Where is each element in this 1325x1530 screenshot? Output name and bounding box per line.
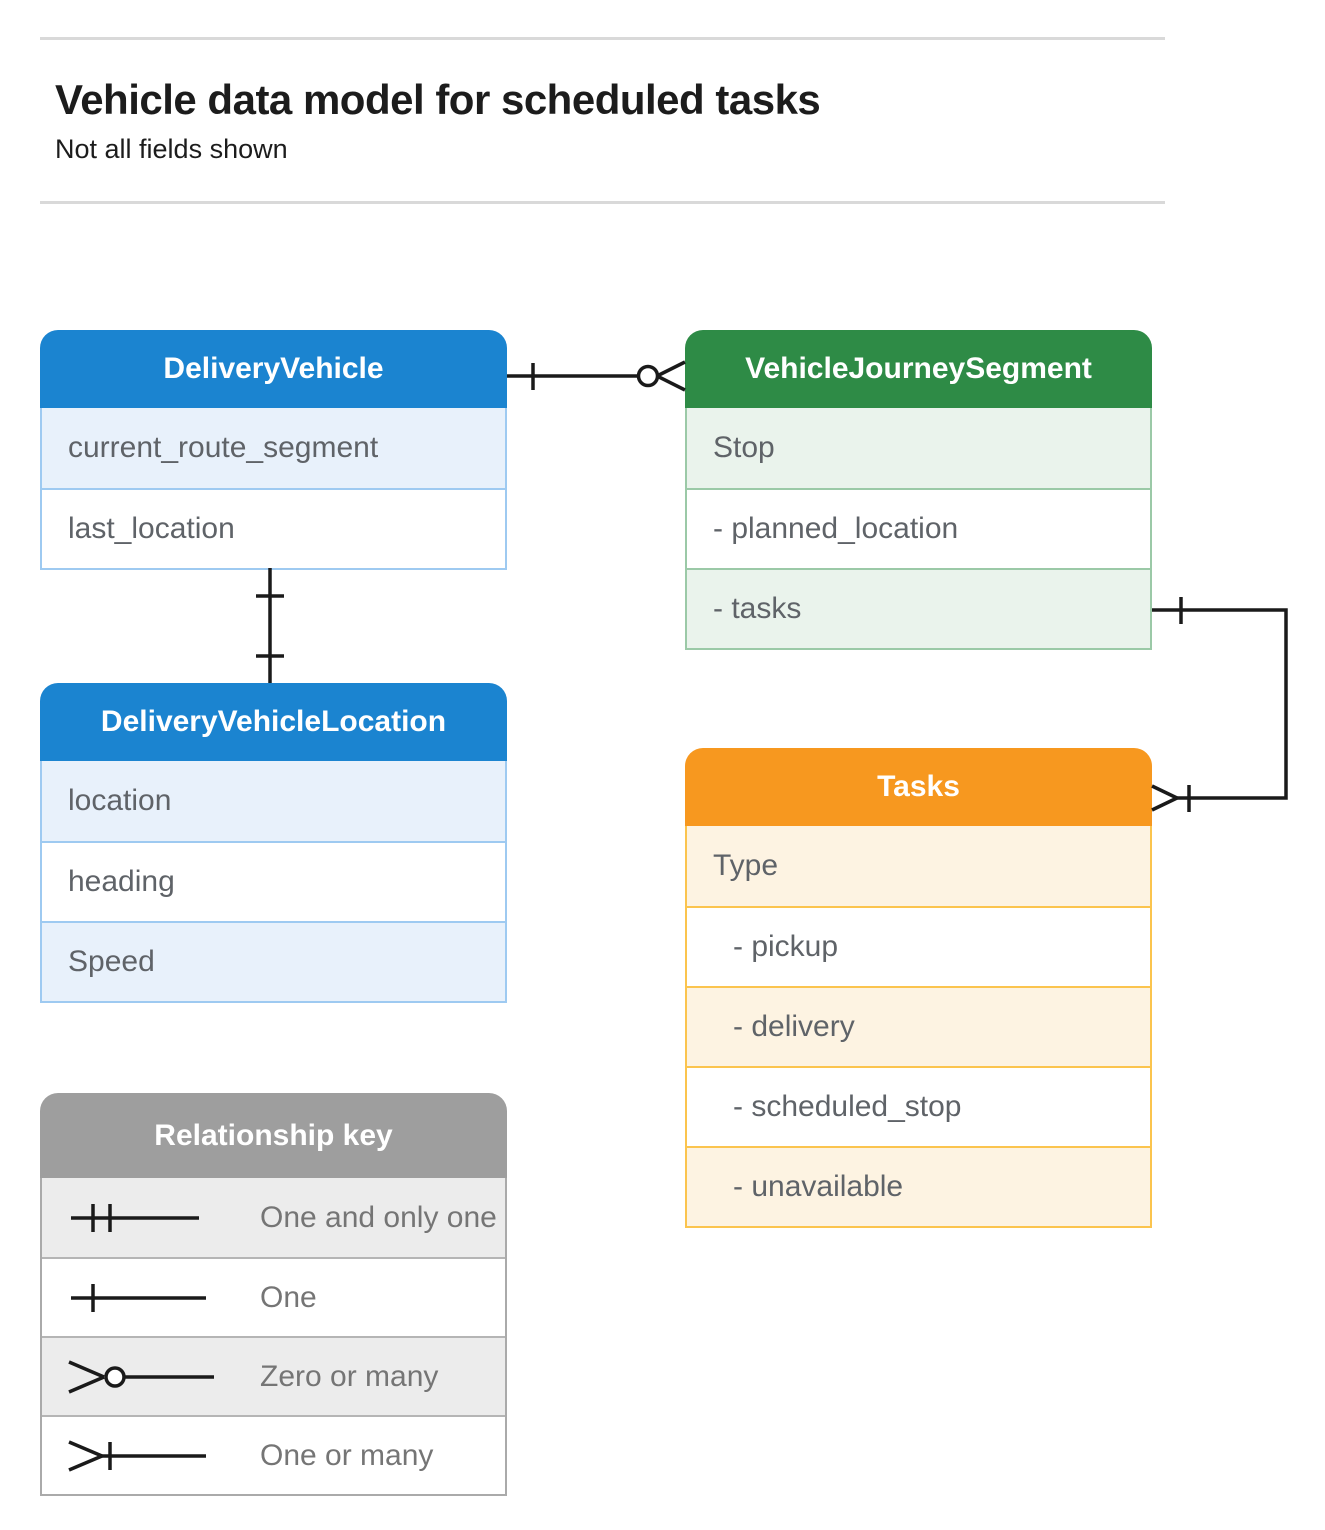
field-scheduled-stop: - scheduled_stop: [687, 1066, 1150, 1146]
entity-vehicle-journey-segment-title: VehicleJourneySegment: [685, 330, 1152, 408]
header-divider: [40, 201, 1165, 204]
field-type: Type: [687, 826, 1150, 906]
one-and-only-one-icon: [71, 1203, 199, 1232]
entity-vehicle-journey-segment-fields: Stop - planned_location - tasks: [685, 408, 1152, 650]
legend-label: One and only one: [260, 1200, 497, 1234]
field-speed: Speed: [42, 921, 505, 1001]
legend-row-zero-or-many: Zero or many: [42, 1336, 505, 1415]
connector-deliveryvehicle-to-deliveryvehiclelocation: [256, 568, 284, 683]
field-last-location: last_location: [42, 488, 505, 568]
connector-deliveryvehicle-to-vehiclejourneysegment: [507, 360, 686, 392]
legend-row-one-or-many: One or many: [42, 1415, 505, 1494]
zero-or-many-icon: [68, 1359, 214, 1394]
field-stop: Stop: [687, 408, 1150, 488]
legend-label: Zero or many: [260, 1359, 439, 1393]
entity-vehicle-journey-segment: VehicleJourneySegment Stop - planned_loc…: [685, 330, 1152, 650]
relationship-key-rows: One and only one One Zero or many: [40, 1178, 507, 1496]
legend-row-one: One: [42, 1257, 505, 1336]
field-delivery: - delivery: [687, 986, 1150, 1066]
entity-delivery-vehicle-fields: current_route_segment last_location: [40, 408, 507, 570]
field-location: location: [42, 761, 505, 841]
field-tasks: - tasks: [687, 568, 1150, 648]
legend-label: One or many: [260, 1438, 434, 1472]
field-current-route-segment: current_route_segment: [42, 408, 505, 488]
field-unavailable: - unavailable: [687, 1146, 1150, 1226]
entity-tasks: Tasks Type - pickup - delivery - schedul…: [685, 748, 1152, 1228]
entity-tasks-fields: Type - pickup - delivery - scheduled_sto…: [685, 826, 1152, 1228]
entity-delivery-vehicle-location-fields: location heading Speed: [40, 761, 507, 1003]
field-pickup: - pickup: [687, 906, 1150, 986]
legend-label: One: [260, 1280, 317, 1314]
relationship-key: Relationship key One and only one One: [40, 1093, 507, 1496]
relationship-key-title: Relationship key: [40, 1093, 507, 1178]
one-icon: [71, 1283, 206, 1312]
field-planned-location: - planned_location: [687, 488, 1150, 568]
top-divider: [40, 37, 1165, 40]
connector-tasks-to-tasksentity: [1151, 597, 1288, 812]
entity-delivery-vehicle: DeliveryVehicle current_route_segment la…: [40, 330, 507, 570]
page-title: Vehicle data model for scheduled tasks: [55, 76, 821, 123]
page-subtitle: Not all fields shown: [55, 134, 288, 164]
entity-delivery-vehicle-location: DeliveryVehicleLocation location heading…: [40, 683, 507, 1003]
entity-delivery-vehicle-location-title: DeliveryVehicleLocation: [40, 683, 507, 761]
legend-row-one-and-only-one: One and only one: [42, 1178, 505, 1257]
entity-tasks-title: Tasks: [685, 748, 1152, 826]
one-or-many-icon: [68, 1439, 206, 1472]
entity-delivery-vehicle-title: DeliveryVehicle: [40, 330, 507, 408]
field-heading: heading: [42, 841, 505, 921]
